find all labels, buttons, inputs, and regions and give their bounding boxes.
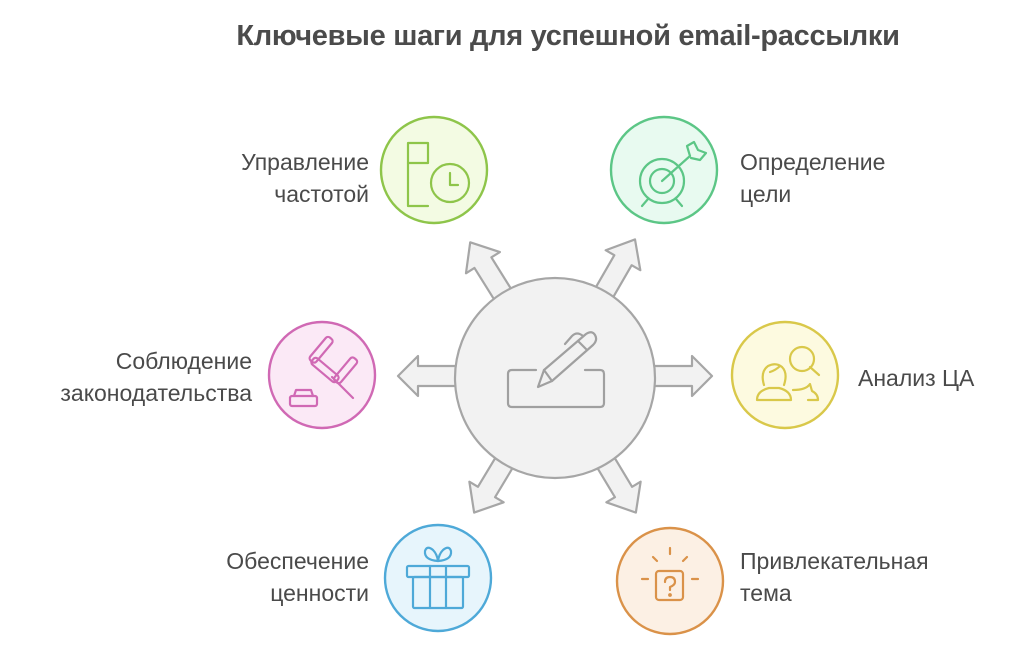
label-subject: Привлекательная тема xyxy=(740,548,929,606)
node-subject xyxy=(615,526,725,636)
node-frequency xyxy=(379,115,489,225)
people-search-icon xyxy=(755,345,821,402)
label-goal: Определение цели xyxy=(740,149,886,207)
node-goal xyxy=(609,115,719,225)
label-audience: Анализ ЦА xyxy=(858,365,975,391)
label-frequency: Управление частотой xyxy=(241,149,369,207)
node-audience xyxy=(730,320,840,430)
node-legal xyxy=(267,320,377,430)
node-value xyxy=(383,523,493,633)
gavel-icon xyxy=(288,335,359,408)
calendar-clock-icon xyxy=(406,141,471,208)
mystery-box-icon xyxy=(640,546,700,602)
label-value: Обеспечение ценности xyxy=(226,548,369,606)
target-arrow-icon xyxy=(638,140,708,208)
label-legal: Соблюдение законодательства xyxy=(60,348,252,406)
pen-signature-icon xyxy=(506,331,606,409)
diagram-title: Ключевые шаги для успешной email-рассылк… xyxy=(236,20,900,52)
gift-icon xyxy=(405,546,471,610)
